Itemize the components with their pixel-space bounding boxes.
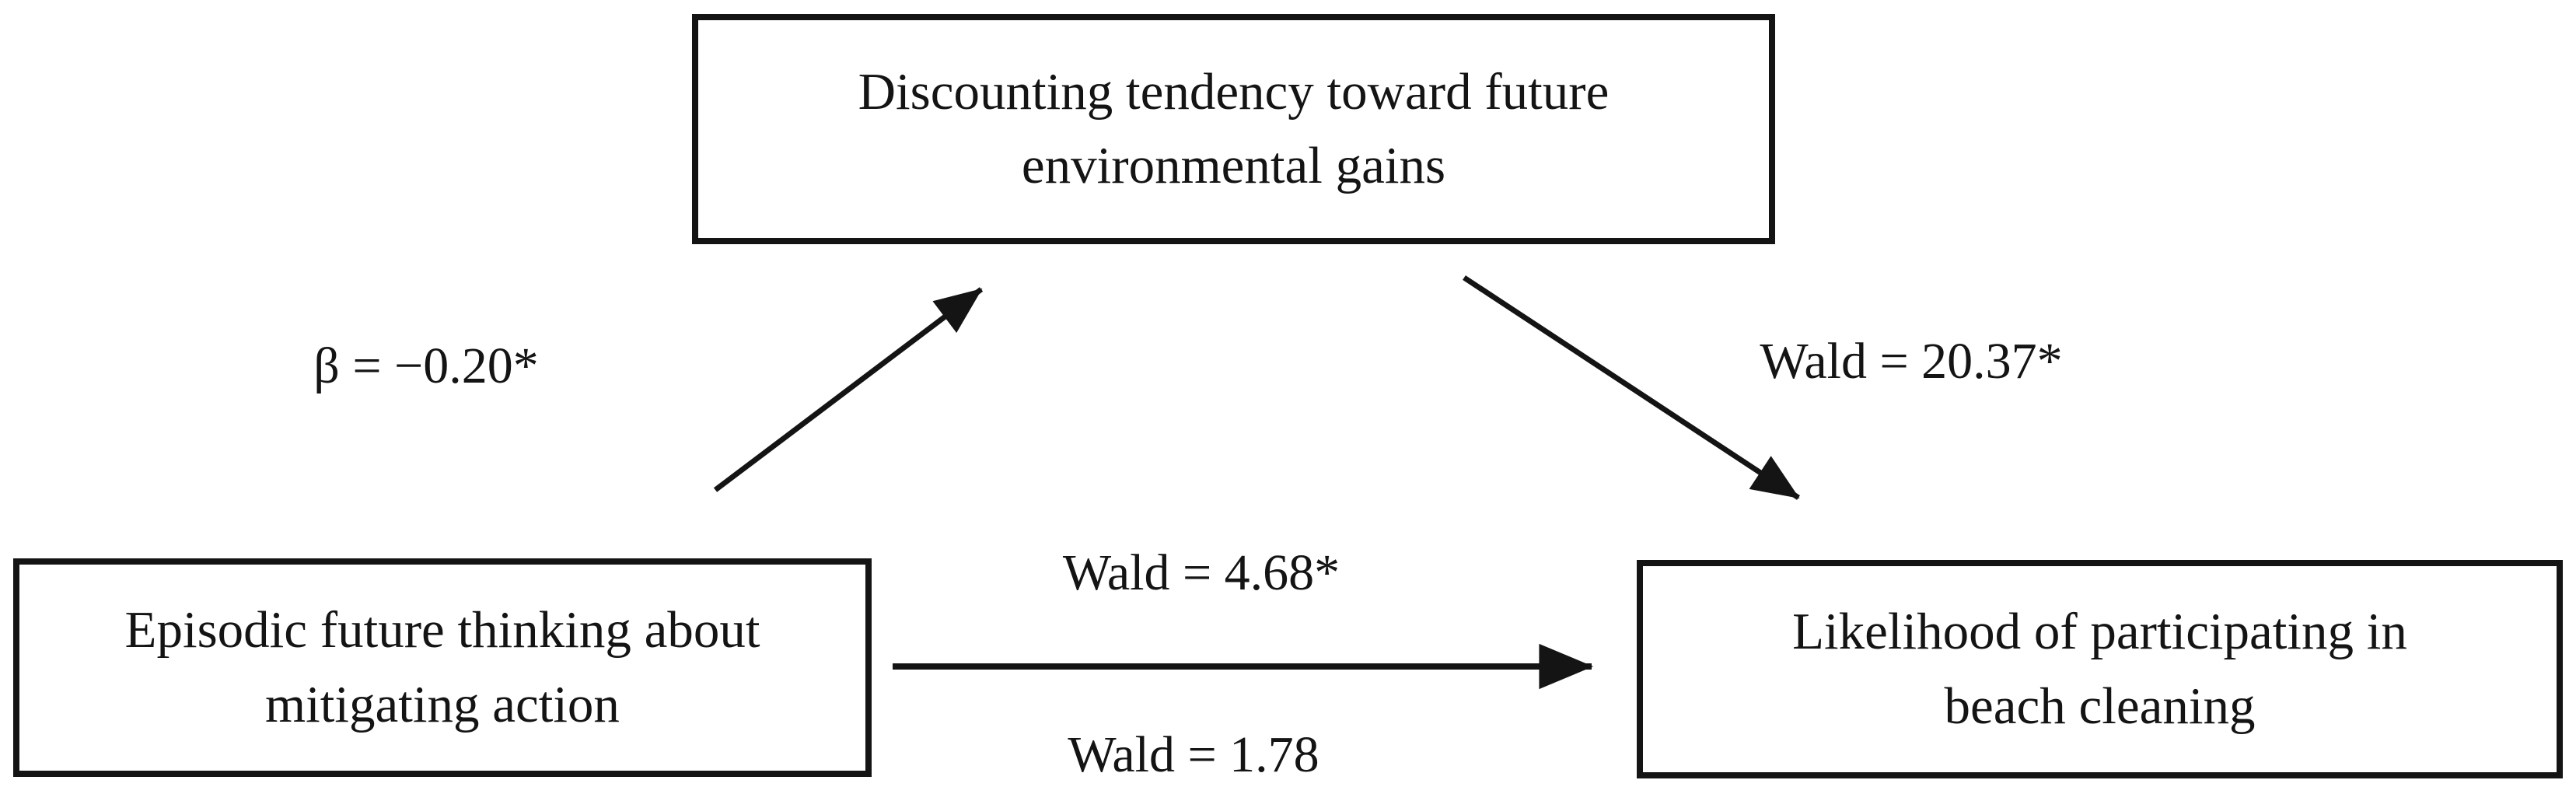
path-label-wald-b: Wald = 20.37* — [1760, 333, 2063, 390]
node-mediator-line-1: Discounting tendency toward future — [858, 62, 1610, 121]
arrow-mediator-to-outcome — [1463, 275, 1800, 500]
node-outcome-line-2: beach cleaning — [1944, 677, 2256, 735]
node-outcome-line-1: Likelihood of participating in — [1792, 603, 2407, 661]
node-mediator-line-2: environmental gains — [1021, 137, 1446, 194]
path-label-wald-total: Wald = 1.78 — [1068, 726, 1319, 783]
node-mediator: Discounting tendency toward future envir… — [692, 14, 1775, 244]
path-label-wald-direct: Wald = 4.68* — [1062, 544, 1340, 601]
node-outcome: Likelihood of participating in beach cle… — [1637, 560, 2563, 778]
node-predictor-line-2: mitigating action — [265, 675, 620, 733]
node-predictor-line-1: Episodic future thinking about — [124, 601, 760, 659]
node-predictor: Episodic future thinking about mitigatin… — [13, 558, 872, 777]
path-label-beta: β = −0.20* — [313, 338, 539, 394]
arrow-predictor-to-mediator — [713, 287, 984, 492]
